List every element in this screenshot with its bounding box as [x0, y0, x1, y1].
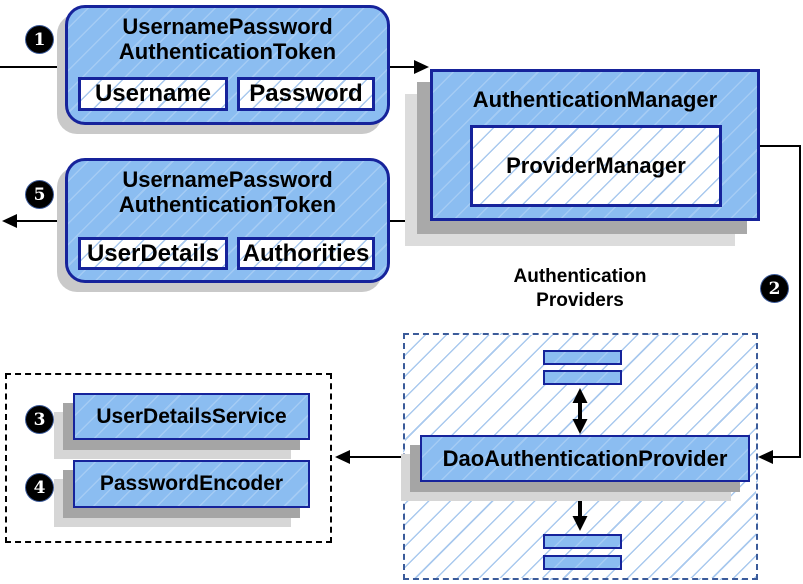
response-token-title-line2: AuthenticationToken	[118, 192, 337, 217]
response-token-title-line1: UsernamePassword	[122, 167, 333, 192]
step-1-badge: 1	[26, 26, 53, 53]
other-provider-bar-4	[543, 555, 622, 570]
response-token-title: UsernamePassword AuthenticationToken	[68, 161, 387, 217]
userdetails-field-box: UserDetails	[78, 237, 228, 270]
authentication-manager-box: AuthenticationManager ProviderManager	[430, 69, 760, 221]
response-token-box: UsernamePassword AuthenticationToken Use…	[65, 158, 390, 283]
password-field-box: Password	[237, 77, 375, 111]
provider-manager-box: ProviderManager	[470, 125, 722, 207]
password-encoder-box: PasswordEncoder	[73, 460, 310, 508]
dao-authentication-provider-box: DaoAuthenticationProvider	[420, 435, 750, 482]
username-field-box: Username	[78, 77, 228, 111]
step-4-badge: 4	[26, 474, 53, 501]
other-provider-bar-2	[543, 370, 622, 385]
request-token-title-line2: AuthenticationToken	[118, 39, 337, 64]
other-provider-bar-3	[543, 534, 622, 549]
step-2-badge: 2	[761, 275, 788, 302]
authentication-manager-title: AuthenticationManager	[472, 87, 718, 112]
other-provider-bar-1	[543, 350, 622, 365]
providers-double-arrow-bottom	[572, 486, 588, 531]
authorities-field-box: Authorities	[237, 237, 375, 270]
user-details-service-box: UserDetailsService	[73, 393, 310, 440]
step-5-badge: 5	[26, 181, 53, 208]
authentication-providers-label: Authentication Providers	[455, 265, 705, 313]
request-token-box: UsernamePassword AuthenticationToken Use…	[65, 5, 390, 125]
provider-to-services-arrow	[335, 450, 420, 464]
authentication-providers-label-line1: Authentication	[513, 266, 647, 287]
authentication-providers-label-line2: Providers	[536, 290, 624, 311]
request-token-title: UsernamePassword AuthenticationToken	[68, 8, 387, 64]
request-token-title-line1: UsernamePassword	[122, 14, 333, 39]
providers-double-arrow-top	[572, 388, 588, 434]
step-3-badge: 3	[26, 406, 53, 433]
manager-to-provider-arrow	[758, 145, 801, 464]
